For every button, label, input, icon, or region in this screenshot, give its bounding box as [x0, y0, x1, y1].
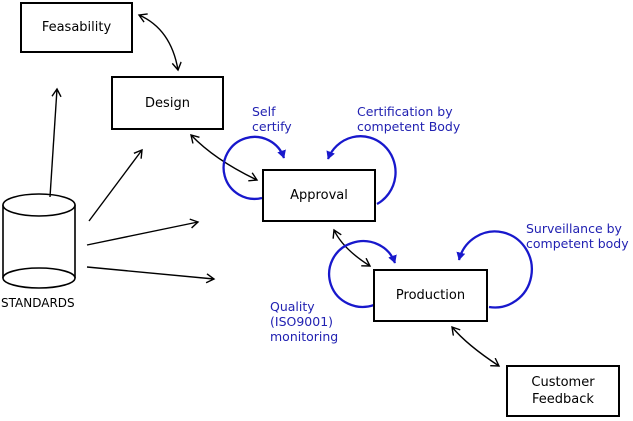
annotation-self-certify: Self certify — [252, 104, 292, 134]
annotation-surveillance: Surveillance by competent body — [526, 221, 629, 251]
loop-surveillance — [456, 230, 533, 309]
node-approval: Approval — [262, 169, 376, 222]
standards-label: STANDARDS — [1, 296, 75, 310]
arrow-standards-to-production — [86, 266, 214, 279]
arrow-feasability-design — [139, 15, 178, 70]
loop-self-certify — [222, 135, 286, 200]
node-approval-label: Approval — [290, 188, 348, 203]
node-customer-feedback: Customer Feedback — [506, 365, 620, 417]
arrow-approval-production — [334, 230, 370, 266]
arrow-standards-to-design — [88, 150, 142, 222]
standards-cylinder-icon — [2, 193, 76, 289]
arrow-standards-to-feasability — [49, 89, 57, 198]
loop-certification — [326, 135, 397, 206]
annotation-quality-monitoring: Quality (ISO9001) monitoring — [270, 299, 339, 344]
arrow-design-approval — [191, 135, 257, 180]
node-production: Production — [373, 269, 488, 322]
node-customer-feedback-label: Customer Feedback — [531, 375, 595, 407]
node-feasability: Feasability — [20, 2, 133, 53]
arrow-production-customer-feedback — [452, 327, 499, 366]
node-design-label: Design — [145, 95, 190, 111]
arrow-standards-to-approval — [86, 222, 198, 246]
node-feasability-label: Feasability — [41, 20, 112, 35]
annotation-certification: Certification by competent Body — [357, 104, 461, 134]
loop-quality-monitoring — [327, 239, 397, 308]
node-design: Design — [111, 76, 224, 130]
node-production-label: Production — [395, 288, 466, 303]
